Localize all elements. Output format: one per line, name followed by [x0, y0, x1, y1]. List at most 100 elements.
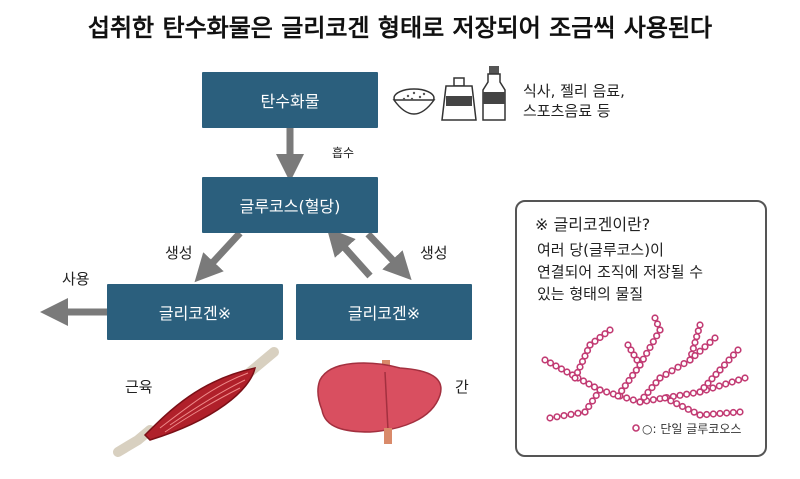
glucose-unit — [716, 366, 724, 374]
glucose-unit — [674, 363, 682, 371]
glucose-unit — [696, 411, 704, 419]
glucose-unit — [690, 408, 698, 416]
glycogen-muscle-box: 글리코겐※ — [107, 284, 283, 340]
glucose-box: 글루코스(혈당) — [202, 177, 378, 233]
page-title: 섭취한 탄수화물은 글리코겐 형태로 저장되어 조금씩 사용된다 — [87, 14, 713, 42]
glucose-unit — [652, 379, 660, 387]
glucose-unit — [590, 383, 599, 391]
gen-right-label: 생성 — [420, 244, 448, 262]
glucose-unit — [706, 338, 714, 347]
glucose-unit — [629, 396, 637, 404]
glucose-unit — [596, 333, 604, 342]
glucose-unit — [552, 362, 560, 370]
glucose-unit — [630, 351, 638, 359]
glucose-unit — [661, 394, 669, 402]
glucose-unit — [541, 356, 549, 364]
rice-bowl-icon — [392, 88, 436, 115]
glucose-unit — [684, 405, 692, 413]
liver-label: 간 — [455, 378, 469, 396]
glucose-unit — [640, 393, 648, 401]
glucose-unit — [636, 398, 644, 406]
glucose-unit — [725, 356, 733, 364]
glucose-unit — [625, 376, 633, 385]
glucose-unit — [700, 384, 708, 392]
glucose-unit — [686, 356, 694, 364]
glucose-unit — [722, 380, 730, 388]
glucose-unit — [696, 321, 704, 329]
panel-line-3: 있는 형태의 물질 — [537, 285, 644, 303]
glucose-unit — [711, 334, 719, 342]
glucose-unit — [649, 338, 657, 346]
bottle-icon — [482, 66, 506, 121]
jelly-drink-icon — [441, 77, 477, 121]
glucose-unit — [601, 330, 609, 338]
glucose-to-liver-arrow — [365, 231, 412, 281]
glucose-unit — [546, 359, 555, 367]
glucose-unit — [716, 409, 724, 418]
glucose-unit — [691, 338, 699, 347]
glucose-unit — [668, 367, 676, 375]
glucose-unit — [574, 409, 582, 417]
glucose-unit — [581, 352, 589, 360]
glucose-unit — [709, 410, 717, 418]
glucose-unit — [662, 370, 670, 379]
food-desc-line-2: 스포츠음료 등 — [523, 102, 611, 120]
panel-legend: ○: 단일 글루코오스 — [642, 422, 742, 436]
glucose-unit — [633, 356, 641, 364]
glucose-unit — [596, 386, 604, 394]
glucose-unit — [673, 400, 681, 408]
glucose-unit — [656, 374, 664, 382]
glucose-unit — [644, 388, 652, 397]
glucose-unit — [689, 344, 697, 352]
glucose-unit — [623, 394, 631, 402]
glucose-unit — [636, 361, 644, 369]
glucose-unit — [560, 412, 568, 420]
glycogen-info-panel — [515, 200, 767, 457]
glucose-unit — [632, 366, 640, 374]
panel-line-1: 여러 당(글루코스)이 — [537, 241, 664, 259]
glucose-unit — [691, 352, 699, 360]
glucose-unit — [646, 343, 654, 352]
glucose-unit — [571, 374, 579, 382]
glucose-unit — [720, 361, 729, 369]
food-desc-line-1: 식사, 젤리 음료, — [523, 82, 625, 100]
liver-icon — [317, 360, 442, 444]
glucose-unit — [653, 320, 662, 328]
glucose-unit — [715, 382, 723, 390]
glucose-unit — [581, 408, 589, 416]
glucose-unit — [696, 347, 704, 355]
glucose-unit — [639, 355, 647, 363]
glucose-unit — [656, 326, 664, 334]
glucose-unit — [573, 368, 582, 377]
glucose-unit — [728, 378, 736, 386]
glucose-unit — [648, 384, 656, 392]
glucose-unit — [693, 333, 701, 341]
panel-line-2: 연결되어 조직에 저장될 수 — [537, 263, 704, 281]
glucose-unit — [680, 360, 688, 368]
glucose-unit — [585, 380, 593, 388]
glucose-unit — [676, 391, 684, 399]
glucose-unit — [649, 396, 657, 404]
glucose-unit — [586, 341, 594, 349]
glucose-unit — [701, 343, 709, 351]
glucose-unit — [618, 387, 626, 395]
glucose-unit — [696, 388, 704, 396]
glucose-unit — [723, 409, 731, 417]
absorb-label: 흡수 — [332, 146, 355, 160]
glucose-unit — [585, 402, 593, 411]
glucose-unit — [643, 349, 651, 357]
glucose-unit — [546, 414, 554, 422]
panel-heading: ※ 글리코겐이란? — [535, 215, 651, 234]
glucose-unit — [689, 389, 697, 397]
glucose-unit — [563, 368, 571, 376]
glucose-unit — [729, 351, 738, 359]
glucose-unit — [741, 374, 749, 382]
glucose-unit — [627, 346, 635, 354]
gen-left-label: 생성 — [165, 244, 193, 262]
glycogen-liver-box: 글리코겐※ — [296, 284, 472, 340]
glucose-unit — [606, 326, 614, 334]
